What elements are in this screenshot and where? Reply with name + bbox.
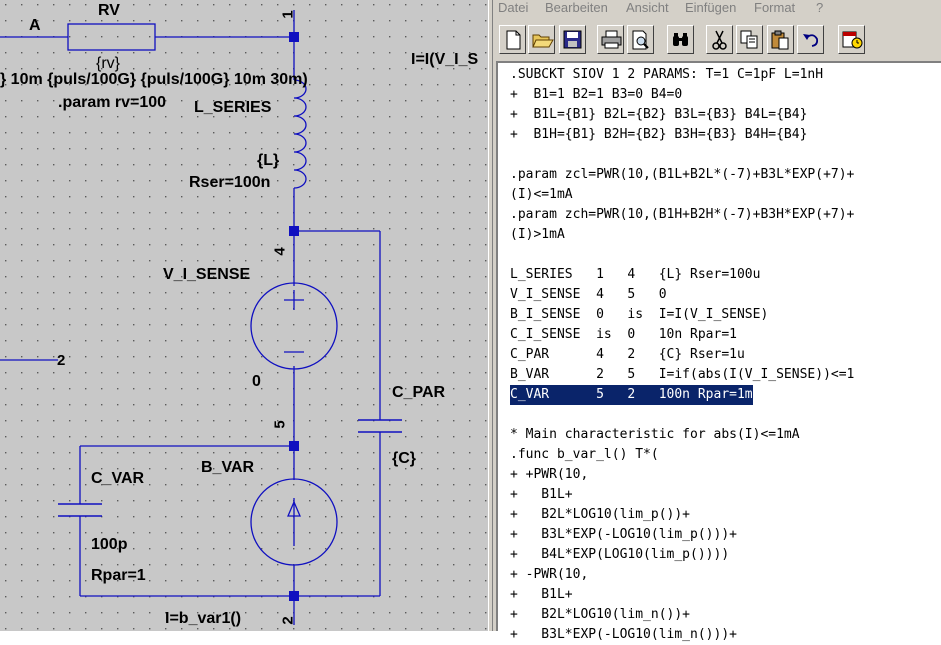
new-document-button[interactable] [499,25,526,54]
copy-button[interactable] [736,25,763,54]
netlist-line[interactable]: + B1H={B1} B2H={B2} B3H={B3} B4H={B4} [510,127,808,142]
l-series-inductor [293,79,307,189]
pin-label-1: 1 [279,10,297,19]
l-series-name-label[interactable]: L_SERIES [194,99,272,116]
wires [0,10,381,625]
b-var-name-label[interactable]: B_VAR [201,459,255,476]
grid-dots [0,0,488,631]
netlist-line[interactable]: + B4L*EXP(LOG10(lim_p()))) [510,547,730,562]
menu-format[interactable]: Format [754,0,796,15]
schematic-drawing [0,0,488,631]
netlist-line[interactable]: .SUBCKT SIOV 1 2 PARAMS: T=1 C=1pF L=1nH [510,67,824,82]
save-icon [563,30,582,49]
menu-bearbeiten[interactable]: Bearbeiten [545,0,608,15]
netlist-line[interactable]: .param zch=PWR(10,(B1H+B2H*(-7)+B3H*EXP(… [510,207,855,222]
pin-label-5: 5 [271,420,289,429]
netlist-line[interactable]: + B3L*EXP(-LOG10(lim_p()))+ [510,527,737,542]
netlist-line[interactable]: + B1L+ [510,587,573,602]
v-i-sense-name-label[interactable]: V_I_SENSE [163,266,251,283]
i-expression-label[interactable]: I=I(V_I_S [411,51,479,68]
find-button[interactable] [667,25,694,54]
cut-icon [712,30,727,50]
v-value-label[interactable]: 0 [252,373,261,390]
print-icon [601,30,622,49]
menu-bar: Datei Bearbeiten Ansicht Einfügen Format… [493,0,941,18]
window-splitter[interactable] [488,0,493,631]
toolbar [493,24,941,57]
netlist-line[interactable]: C_I_SENSE is 0 10n Rpar=1 [510,327,737,342]
param-rv-directive[interactable]: .param rv=100 [58,94,167,111]
c-var-value-label[interactable]: 100p [91,536,128,553]
insert-date-time-button[interactable] [838,25,865,54]
netlist-line[interactable]: (I)>1mA [510,227,565,242]
rv-value-label[interactable]: {rv} [96,55,121,72]
c-par-name-label[interactable]: C_PAR [392,384,446,401]
netlist-line[interactable]: B_VAR 2 5 I=if(abs(I(V_I_SENSE))<=1 [510,367,855,382]
pin-label-4: 4 [271,247,289,256]
netlist-line[interactable]: + B1L={B1} B2L={B2} B3L={B3} B4L={B4} [510,107,808,122]
copy-icon [740,30,758,49]
l-value-label[interactable]: {L} [257,152,280,169]
netlist-line[interactable]: C_PAR 4 2 {C} Rser=1u [510,347,745,362]
junction-dots [289,32,299,601]
netlist-line[interactable]: + B1=1 B2=1 B3=0 B4=0 [510,87,683,102]
netlist-line[interactable]: .param zcl=PWR(10,(B1L+B2L*(-7)+B3L*EXP(… [510,167,855,182]
netlist-line-selected[interactable]: C_VAR 5 2 100n Rpar=1m [510,385,753,405]
undo-button[interactable] [797,25,824,54]
cut-button[interactable] [706,25,733,54]
new-document-icon [506,30,521,50]
c-var-name-label[interactable]: C_VAR [91,470,145,487]
netlist-text-area[interactable]: .SUBCKT SIOV 1 2 PARAMS: T=1 C=1pF L=1nH… [496,61,941,642]
print-button[interactable] [597,25,624,54]
b-var-expression-label[interactable]: I=b_var1() [165,610,242,627]
netlist-line[interactable]: + +PWR(10, [510,467,589,482]
print-preview-icon [632,30,649,50]
rv-name-label[interactable]: RV [98,2,120,19]
b-var-current-source [250,478,338,566]
rv-resistor [67,23,156,51]
netlist-line[interactable]: V_I_SENSE 4 5 0 [510,287,667,302]
source-param-line[interactable]: } 10m {puls/100G} {puls/100G} 10m 30m) [0,71,308,88]
date-time-icon [842,31,863,49]
netlist-line[interactable]: + B1L+ [510,487,573,502]
menu-ansicht[interactable]: Ansicht [626,0,669,15]
undo-icon [803,34,819,47]
find-icon [673,33,688,46]
menu-datei[interactable]: Datei [498,0,529,15]
menu-help[interactable]: ? [816,0,824,15]
paste-icon [771,30,789,50]
c-var-rpar-label[interactable]: Rpar=1 [91,567,146,584]
paste-button[interactable] [767,25,794,54]
c-par-value-label[interactable]: {C} [392,450,417,467]
menu-einfuegen[interactable]: Einfügen [685,0,737,15]
netlist-line[interactable]: + B2L*LOG10(lim_p())+ [510,507,691,522]
net-label-a[interactable]: A [29,17,41,34]
netlist-line[interactable]: B_I_SENSE 0 is I=I(V_I_SENSE) [510,307,769,322]
netlist-line[interactable]: + B2L*LOG10(lim_n())+ [510,607,691,622]
netlist-line[interactable]: + B3L*EXP(-LOG10(lim_n()))+ [510,627,737,642]
v-i-sense-source [250,282,338,370]
netlist-line[interactable]: .func b_var_l() T*( [510,447,659,462]
netlist-line[interactable]: (I)<=1mA [510,187,573,202]
l-rser-label[interactable]: Rser=100n [189,174,271,191]
pin-label-2-bottom: 2 [279,616,297,625]
open-folder-icon [532,34,554,48]
netlist-line[interactable]: L_SERIES 1 4 {L} Rser=100u [510,267,761,282]
open-button[interactable] [528,25,555,54]
netlist-line[interactable]: * Main characteristic for abs(I)<=1mA [510,427,800,442]
pin-label-2-left: 2 [57,352,66,369]
save-button[interactable] [559,25,586,54]
print-preview-button[interactable] [627,25,654,54]
netlist-editor-window: Datei Bearbeiten Ansicht Einfügen Format… [493,0,941,642]
netlist-line[interactable]: + -PWR(10, [510,567,589,582]
schematic-canvas[interactable]: A RV {rv} } 10m {puls/100G} {puls/100G} … [0,0,488,631]
